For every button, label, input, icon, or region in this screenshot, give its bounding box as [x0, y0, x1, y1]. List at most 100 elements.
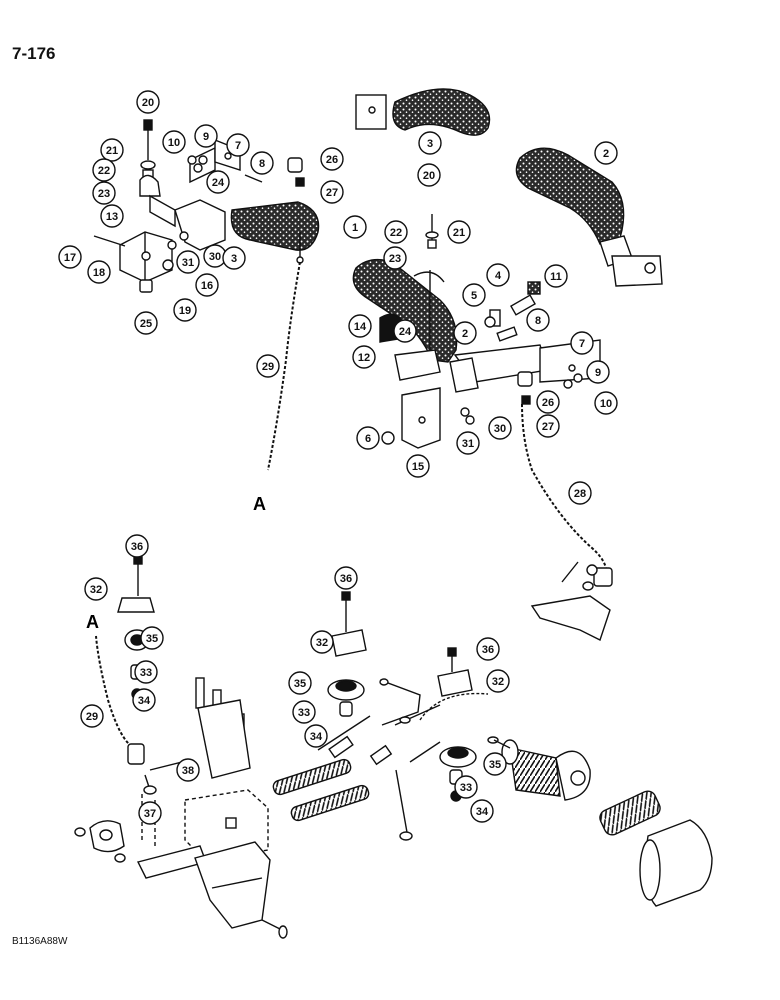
- callout-circle: [470, 799, 494, 823]
- callout-circle: [176, 250, 200, 274]
- cable-28: [521, 403, 608, 581]
- callout-number: 17: [64, 252, 76, 264]
- callout-number: 21: [106, 145, 118, 157]
- callout-33: 33: [292, 700, 316, 724]
- callout-number: 23: [98, 188, 110, 200]
- callout-37: 37: [138, 801, 162, 825]
- cable-29-upper: [267, 261, 301, 471]
- callout-number: 34: [138, 695, 151, 707]
- callout-12: 12: [352, 345, 376, 369]
- callout-circle: [320, 180, 344, 204]
- callout-circle: [194, 124, 218, 148]
- callout-number: 30: [209, 251, 221, 263]
- callout-circle: [406, 454, 430, 478]
- callout-circle: [570, 331, 594, 355]
- callout-number: 16: [201, 280, 213, 292]
- parts-artwork: [74, 88, 713, 939]
- callout-circle: [536, 390, 560, 414]
- callout-circle: [84, 577, 108, 601]
- callout-circle: [454, 775, 478, 799]
- connector-label-a-lower: A: [86, 612, 99, 632]
- figure-code: B1136A88W: [12, 936, 68, 947]
- linkage-rods: [317, 678, 499, 841]
- callout-circle: [383, 246, 407, 270]
- callout-circle: [536, 414, 560, 438]
- callout-13: 13: [100, 204, 124, 228]
- callout-30: 30: [203, 244, 227, 268]
- callout-33: 33: [454, 775, 478, 799]
- callout-circle: [292, 700, 316, 724]
- callout-number: 34: [310, 731, 323, 743]
- callout-32: 32: [486, 669, 510, 693]
- callout-number: 30: [494, 423, 506, 435]
- callout-14: 14: [348, 314, 372, 338]
- callout-number: 6: [365, 433, 371, 445]
- callout-number: 24: [212, 177, 225, 189]
- callout-36: 36: [476, 637, 500, 661]
- callout-9: 9: [586, 360, 610, 384]
- callout-circle: [544, 264, 568, 288]
- callout-number: 21: [453, 227, 465, 239]
- callout-3: 3: [222, 246, 246, 270]
- callout-9: 9: [194, 124, 218, 148]
- callout-24: 24: [206, 170, 230, 194]
- callout-21: 21: [100, 138, 124, 162]
- callout-circle: [87, 260, 111, 284]
- callout-circle: [304, 724, 328, 748]
- callout-circle: [80, 704, 104, 728]
- callout-circle: [256, 354, 280, 378]
- callout-31: 31: [456, 431, 480, 455]
- callout-3: 3: [418, 131, 442, 155]
- cable-29-lower: [95, 635, 135, 749]
- callout-number: 9: [595, 367, 601, 379]
- callout-circle: [288, 671, 312, 695]
- callout-17: 17: [58, 245, 82, 269]
- callout-circle: [526, 308, 550, 332]
- callout-number: 4: [495, 270, 502, 282]
- lower-bracket-plates: [184, 677, 269, 861]
- pedal-shaft-assembly: [74, 794, 288, 939]
- callout-number: 5: [471, 290, 477, 302]
- callout-circle: [173, 298, 197, 322]
- callout-number: 15: [412, 461, 424, 473]
- callout-34: 34: [470, 799, 494, 823]
- callout-number: 18: [93, 267, 105, 279]
- callout-circle: [356, 426, 380, 450]
- callout-number: 36: [131, 541, 143, 553]
- callout-circle: [134, 311, 158, 335]
- callout-circle: [456, 431, 480, 455]
- callout-number: 38: [182, 765, 194, 777]
- callout-circle: [352, 345, 376, 369]
- callout-34: 34: [304, 724, 328, 748]
- callout-number: 33: [298, 707, 310, 719]
- callout-number: 29: [262, 361, 274, 373]
- callout-25: 25: [134, 311, 158, 335]
- callout-number: 12: [358, 352, 370, 364]
- callout-36: 36: [334, 566, 358, 590]
- callout-number: 1: [352, 222, 358, 234]
- callout-28: 28: [568, 481, 592, 505]
- callout-number: 13: [106, 211, 118, 223]
- callout-5: 5: [462, 283, 486, 307]
- callout-27: 27: [536, 414, 560, 438]
- callout-35: 35: [288, 671, 312, 695]
- callout-circle: [343, 215, 367, 239]
- callout-2: 2: [453, 321, 477, 345]
- callout-36: 36: [125, 534, 149, 558]
- grip-handle-top: [355, 88, 491, 136]
- grip-handle-right: [515, 147, 663, 287]
- callout-number: 20: [423, 170, 435, 182]
- callout-circle: [138, 801, 162, 825]
- callout-circle: [100, 138, 124, 162]
- callout-number: 33: [140, 667, 152, 679]
- callout-circle: [384, 220, 408, 244]
- callout-32: 32: [84, 577, 108, 601]
- callout-22: 22: [92, 158, 116, 182]
- left-bracket-assembly: [93, 119, 305, 293]
- callout-19: 19: [173, 298, 197, 322]
- callout-circle: [136, 90, 160, 114]
- callout-18: 18: [87, 260, 111, 284]
- callout-circle: [226, 133, 250, 157]
- callout-7: 7: [570, 331, 594, 355]
